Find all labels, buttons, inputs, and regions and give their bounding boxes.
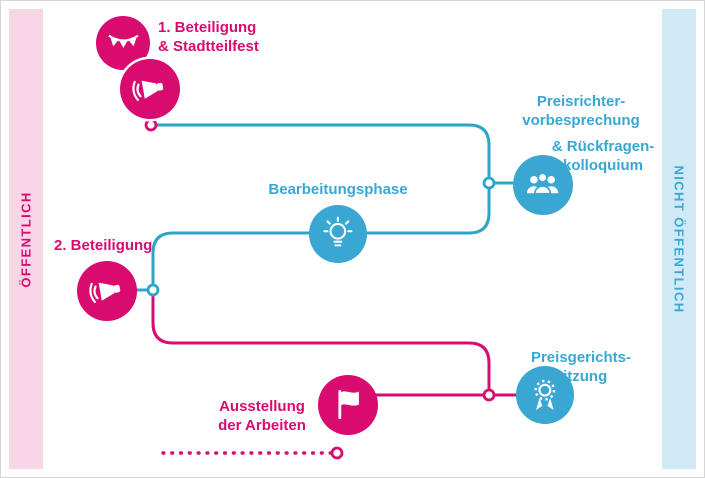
exhibition-flag-circle [318, 375, 378, 435]
jury-briefing-label-line3: & Rückfragen- [551, 138, 655, 155]
step2-label-line1: 2. Beteiligung [54, 237, 153, 254]
connector-step1-to-briefing [157, 123, 491, 178]
jury-briefing-label-line1: Preisrichter- [536, 93, 626, 110]
work-phase-label: Bearbeitungsphase [248, 181, 428, 200]
connector-step2-to-jury [151, 295, 491, 390]
megaphone-icon [132, 81, 164, 102]
jury-briefing-label-line4: kolloquium [563, 156, 643, 174]
jury-briefing-circle [513, 155, 573, 215]
jury-briefing-label-line2: vorbesprechung [522, 111, 640, 129]
exhibition-label: Ausstellung der Arbeiten [201, 398, 323, 435]
nicht-oeffentlich-band: NICHT ÖFFENTLICH [662, 9, 696, 469]
jury-people-icon [527, 172, 559, 196]
node-briefing [482, 176, 496, 190]
node-jury-session [482, 388, 496, 402]
lightbulb-icon [323, 216, 353, 247]
node-step1 [144, 118, 158, 132]
jury-session-circle [516, 366, 574, 424]
jury-session-label: Preisgerichts- sitzung [501, 349, 661, 386]
work-phase-circle [309, 205, 367, 263]
step1-megaphone-circle [120, 59, 180, 119]
step1-label-line1: 1. Beteiligung [158, 19, 257, 36]
node-exhibition [330, 446, 344, 460]
step1-label-line2: & Stadtteilfest [158, 37, 259, 55]
garland-icon [107, 34, 139, 48]
step2-megaphone-circle [77, 261, 137, 321]
megaphone-icon [89, 283, 121, 304]
step2-label: 2. Beteiligung [54, 237, 152, 256]
jury-session-label-line1: Preisgerichts- [530, 349, 632, 366]
exhibition-label-line1: Ausstellung [219, 398, 305, 415]
work-phase-label-line1: Bearbeitungsphase [268, 181, 408, 198]
jury-briefing-label: Preisrichter- vorbesprechung & Rückfrage… [499, 93, 663, 175]
jury-session-label-line2: sitzung [554, 367, 608, 385]
flag-icon [338, 390, 360, 420]
step1-label: 1. Beteiligung & Stadtteilfest [158, 19, 259, 56]
node-step2 [146, 283, 160, 297]
exhibition-label-line2: der Arbeiten [218, 416, 306, 434]
oeffentlich-band: ÖFFENTLICH [9, 9, 43, 469]
medal-icon [534, 379, 556, 411]
